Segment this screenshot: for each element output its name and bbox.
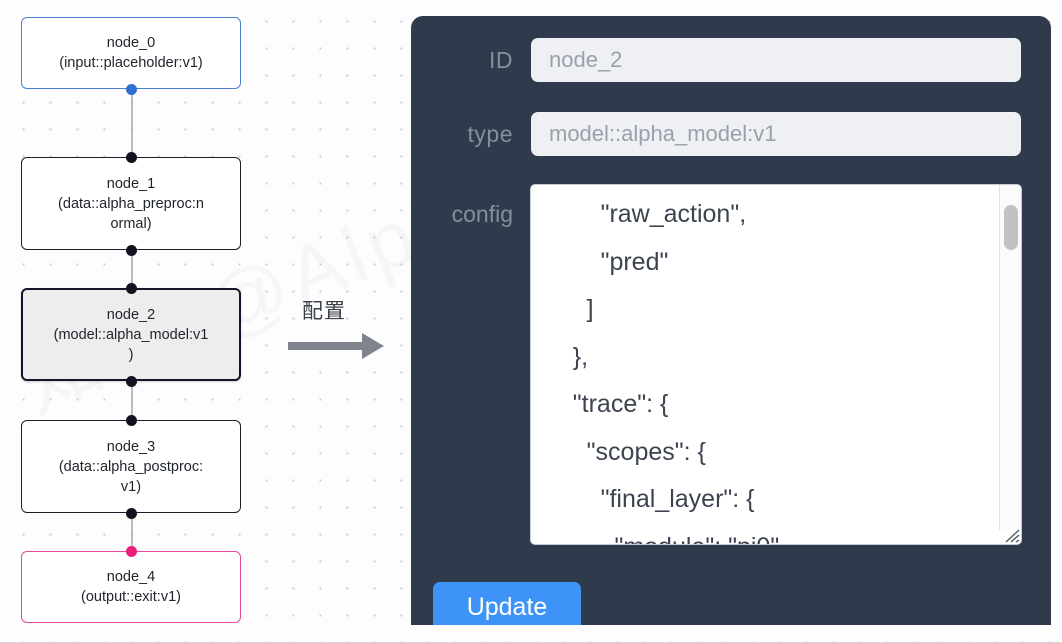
graph-node-node_4[interactable]: node_4 (output::exit:v1) (21, 551, 241, 623)
node-label: node_3 (data::alpha_postproc: v1) (58, 438, 204, 495)
node-handle-target[interactable] (126, 283, 137, 294)
graph-edge (131, 250, 133, 288)
arrow-right-icon (288, 333, 384, 359)
node-handle-target[interactable] (126, 546, 137, 557)
graph-edge (131, 89, 133, 157)
transition-arrow-group: 配置 (288, 295, 398, 365)
node-handle-source[interactable] (126, 508, 137, 519)
node-label: node_0 (input::placeholder:v1) (59, 35, 203, 71)
type-input[interactable] (531, 112, 1021, 156)
node-handle-source[interactable] (126, 245, 137, 256)
node-config-panel: ID type config "raw_action", "pred" ] },… (411, 16, 1051, 625)
type-field-label: type (467, 120, 513, 147)
config-field-label: config (451, 201, 513, 227)
node-graph-canvas[interactable]: node_0 (input::placeholder:v1) node_1 (d… (0, 0, 400, 642)
field-row-config: config "raw_action", "pred" ] }, "trace"… (411, 185, 1021, 544)
node-label: node_2 (model::alpha_model:v1 ) (53, 306, 209, 363)
config-scrollbar[interactable] (999, 185, 1021, 530)
config-textarea[interactable]: "raw_action", "pred" ] }, "trace": { "sc… (531, 185, 1021, 544)
id-field-label: ID (489, 46, 513, 73)
field-row-id: ID (411, 38, 1021, 82)
config-textarea-content[interactable]: "raw_action", "pred" ] }, "trace": { "sc… (572, 200, 786, 544)
node-label: node_4 (output::exit:v1) (81, 569, 181, 605)
node-handle-target[interactable] (126, 415, 137, 426)
config-scrollbar-thumb[interactable] (1004, 205, 1018, 250)
graph-node-node_3[interactable]: node_3 (data::alpha_postproc: v1) (21, 420, 241, 513)
update-button[interactable]: Update (433, 582, 581, 625)
graph-node-node_2[interactable]: node_2 (model::alpha_model:v1 ) (21, 288, 241, 381)
node-handle-source[interactable] (126, 376, 137, 387)
id-input[interactable] (531, 38, 1021, 82)
graph-node-node_0[interactable]: node_0 (input::placeholder:v1) (21, 17, 241, 89)
graph-node-node_1[interactable]: node_1 (data::alpha_preproc:n ormal) (21, 157, 241, 250)
graph-edge (131, 513, 133, 551)
node-label: node_1 (data::alpha_preproc:n ormal) (58, 175, 204, 232)
resize-grip-icon[interactable] (1000, 529, 1020, 543)
graph-edge (131, 381, 133, 420)
node-handle-source[interactable] (126, 84, 137, 95)
arrow-label: 配置 (302, 300, 346, 323)
node-handle-target[interactable] (126, 152, 137, 163)
field-row-type: type (411, 112, 1021, 156)
